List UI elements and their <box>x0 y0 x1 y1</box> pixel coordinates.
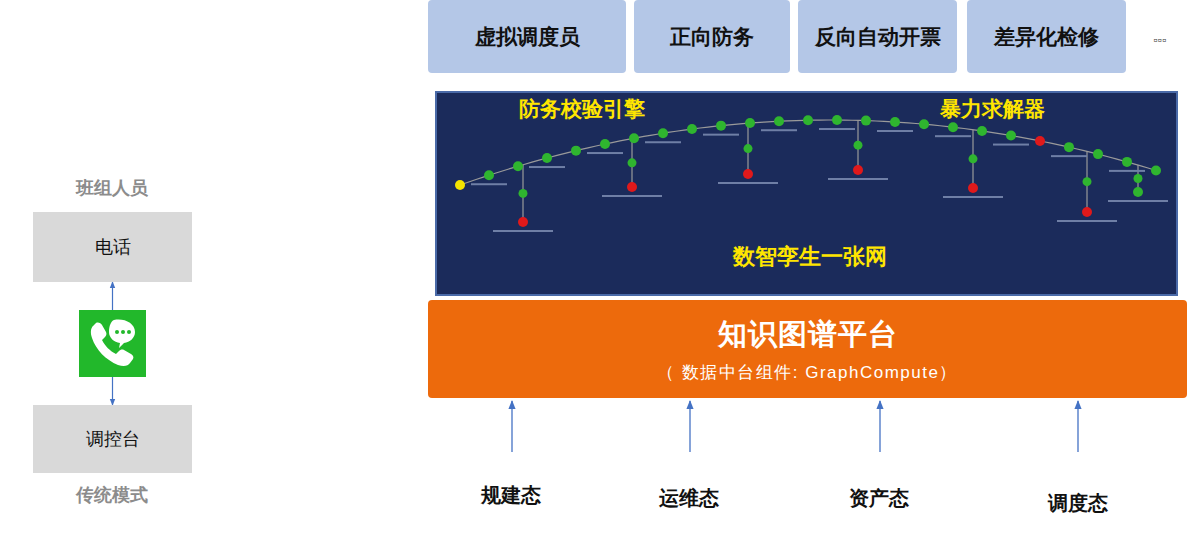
grey-box: 电话 <box>33 212 192 282</box>
tiny-caption <box>471 183 507 185</box>
bus-dot <box>919 119 929 129</box>
switch-dot <box>1083 177 1092 186</box>
switch-dot <box>1134 174 1143 183</box>
phone-chat-icon <box>79 310 146 377</box>
tiny-caption <box>1057 220 1117 222</box>
bus-dot <box>629 133 639 143</box>
input-arrows <box>512 401 1078 452</box>
bus-dot <box>948 122 958 132</box>
bus-dot <box>484 170 494 180</box>
heading: 暴力求解器 <box>940 95 1045 123</box>
switch-dot <box>854 141 863 150</box>
box-label: 反向自动开票 <box>815 23 941 51</box>
network-illustration <box>455 115 1168 232</box>
group-caption: 班组人员 <box>76 176 148 200</box>
box-label: 调控台 <box>86 427 140 451</box>
bus-dot <box>658 128 668 138</box>
bus-dot <box>716 121 726 131</box>
application-box: 反向自动开票 <box>798 0 957 73</box>
tiny-caption <box>718 182 778 184</box>
source-label: 调度态 <box>1048 490 1108 517</box>
platform-box: 知识图谱平台 （ 数据中台组件: GraphCompute） <box>428 300 1187 398</box>
application-box: 虚拟调度员 <box>428 0 626 73</box>
bus-dot <box>687 124 697 134</box>
heading: 数智孪生一张网 <box>733 242 887 272</box>
bus-dot <box>1093 149 1103 159</box>
end-dot <box>743 169 753 179</box>
bus-dot <box>1006 131 1016 141</box>
tiny-caption <box>761 129 797 131</box>
bus-dot <box>600 139 610 149</box>
tiny-caption <box>943 196 1003 198</box>
switch-dot <box>628 158 637 167</box>
tiny-caption <box>529 166 565 168</box>
tiny-caption <box>828 178 888 180</box>
tiny-caption <box>877 130 913 132</box>
input-arrow <box>689 401 690 452</box>
end-dot <box>518 217 528 227</box>
bus-dot <box>803 115 813 125</box>
box-label: 差异化检修 <box>994 23 1099 51</box>
application-box: 差异化检修 <box>967 0 1126 73</box>
tiny-caption <box>935 135 971 137</box>
source-label: 规建态 <box>481 482 541 509</box>
mode-caption: 传统模式 <box>76 483 148 507</box>
bus-dot <box>542 153 552 163</box>
subtitle: （ 数据中台组件: GraphCompute） <box>657 361 958 384</box>
bus-dot <box>861 116 871 126</box>
ellipsis: ▫▫▫ <box>1154 33 1167 47</box>
tiny-caption <box>645 141 681 143</box>
end-dot <box>1133 187 1143 197</box>
switch-dot <box>969 154 978 163</box>
bus-dot <box>832 115 842 125</box>
source-label: 运维态 <box>659 485 719 512</box>
end-dot <box>1082 207 1092 217</box>
box-label: 电话 <box>95 235 131 259</box>
feeder-line <box>460 120 1156 185</box>
bus-dot <box>1064 142 1074 152</box>
box-label: 正向防务 <box>670 23 754 51</box>
input-arrow <box>511 401 512 452</box>
bus-dot <box>745 118 755 128</box>
tiny-caption <box>493 230 553 232</box>
switch-dot <box>744 144 753 153</box>
end-dot <box>853 165 863 175</box>
bus-dot <box>513 161 523 171</box>
tiny-caption <box>587 152 623 154</box>
bus-dot <box>774 116 784 126</box>
bus-dot <box>1122 157 1132 167</box>
tiny-caption <box>602 195 662 197</box>
box-label: 虚拟调度员 <box>475 23 580 51</box>
end-dot <box>968 183 978 193</box>
end-dot <box>627 182 637 192</box>
application-box: 正向防务 <box>634 0 790 73</box>
tiny-caption <box>819 128 855 130</box>
bus-dot <box>1035 136 1045 146</box>
source-label: 资产态 <box>849 485 909 512</box>
tiny-caption <box>1109 170 1145 172</box>
tiny-caption <box>993 144 1029 146</box>
tiny-caption <box>1051 155 1087 157</box>
switch-dot <box>519 189 528 198</box>
bus-dot <box>977 126 987 136</box>
bus-dot <box>455 180 465 190</box>
heading: 知识图谱平台 <box>718 315 898 355</box>
tiny-caption <box>703 134 739 136</box>
panel-ground <box>435 91 1178 296</box>
input-arrow <box>1077 401 1078 452</box>
tiny-caption <box>1108 200 1168 202</box>
bus-dot <box>1151 165 1161 175</box>
grey-box: 调控台 <box>33 405 192 473</box>
input-arrow <box>879 401 880 452</box>
bus-dot <box>571 146 581 156</box>
twin-network-panel: 防务校验引擎 暴力求解器数智孪生一张网 <box>435 91 1178 296</box>
heading: 防务校验引擎 <box>519 95 645 123</box>
bus-dot <box>890 117 900 127</box>
